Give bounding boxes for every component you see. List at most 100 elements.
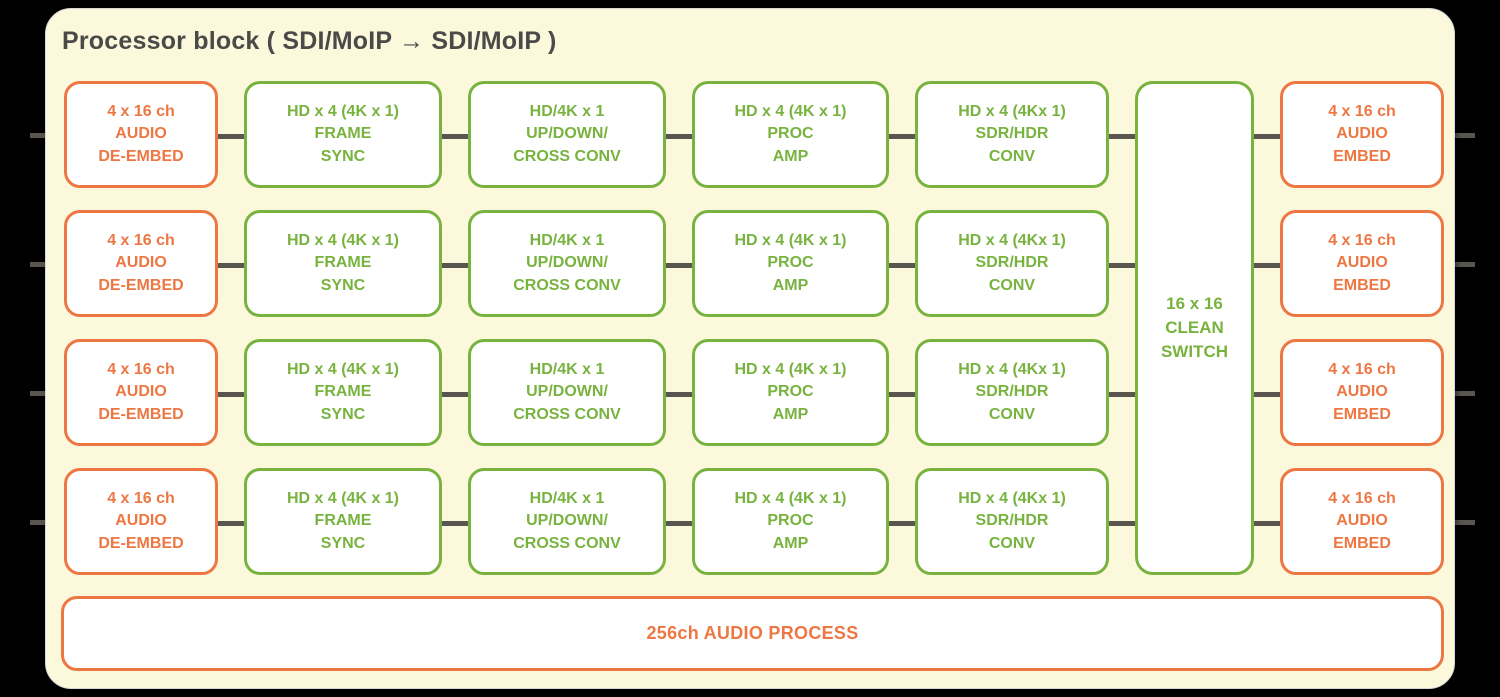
block-line-3: CONV <box>988 534 1036 552</box>
block-line-2: CLEAN <box>1165 318 1224 338</box>
block-audio-embed-row-2[interactable]: 4 x 16 ch AUDIO EMBED <box>1280 210 1444 317</box>
block-line-2: FRAME <box>314 512 372 530</box>
block-line-1: HD x 4 (4K x 1) <box>734 102 847 120</box>
block-up-down-cross-conv-row-1[interactable]: HD/4K x 1 UP/DOWN/ CROSS CONV <box>468 81 666 188</box>
block-up-down-cross-conv-row-3[interactable]: HD/4K x 1 UP/DOWN/ CROSS CONV <box>468 339 666 446</box>
block-frame-sync-row-4[interactable]: HD x 4 (4K x 1) FRAME SYNC <box>244 468 442 575</box>
block-line-1: 16 x 16 <box>1166 294 1223 314</box>
block-line-1: 4 x 16 ch <box>107 360 175 378</box>
block-up-down-cross-conv-row-2[interactable]: HD/4K x 1 UP/DOWN/ CROSS CONV <box>468 210 666 317</box>
block-line-2: SDR/HDR <box>975 512 1049 530</box>
block-line-1: HD x 4 (4Kx 1) <box>958 489 1066 507</box>
block-proc-amp-row-1[interactable]: HD x 4 (4K x 1) PROC AMP <box>692 81 889 188</box>
block-line-3: EMBED <box>1333 276 1391 294</box>
block-frame-sync-row-3[interactable]: HD x 4 (4K x 1) FRAME SYNC <box>244 339 442 446</box>
wire-r1-c1-c2 <box>218 134 244 139</box>
wire-r4-c3-c4 <box>666 521 692 526</box>
block-sdr-hdr-conv-row-2[interactable]: HD x 4 (4Kx 1) SDR/HDR CONV <box>915 210 1109 317</box>
wire-r1-switch-c6 <box>1254 134 1280 139</box>
block-line-2: UP/DOWN/ <box>526 383 608 401</box>
block-line-1: HD x 4 (4K x 1) <box>734 231 847 249</box>
block-line-2: AUDIO <box>1336 383 1388 401</box>
block-up-down-cross-conv-row-4[interactable]: HD/4K x 1 UP/DOWN/ CROSS CONV <box>468 468 666 575</box>
block-line-2: FRAME <box>314 125 372 143</box>
block-line-3: CROSS CONV <box>513 147 621 165</box>
block-line-3: SYNC <box>320 147 366 165</box>
block-audio-process[interactable]: 256ch AUDIO PROCESS <box>61 596 1444 671</box>
wire-r3-c1-c2 <box>218 392 244 397</box>
block-line-3: DE-EMBED <box>98 147 184 165</box>
block-audio-de-embed-row-2[interactable]: 4 x 16 ch AUDIO DE-EMBED <box>64 210 218 317</box>
block-line-2: AUDIO <box>115 125 167 143</box>
block-proc-amp-row-2[interactable]: HD x 4 (4K x 1) PROC AMP <box>692 210 889 317</box>
wire-r1-c4-c5 <box>889 134 915 139</box>
block-line-2: SDR/HDR <box>975 383 1049 401</box>
block-audio-embed-row-4[interactable]: 4 x 16 ch AUDIO EMBED <box>1280 468 1444 575</box>
audio-process-label: 256ch AUDIO PROCESS <box>646 623 859 643</box>
wire-r3-c4-c5 <box>889 392 915 397</box>
wire-r4-c1-c2 <box>218 521 244 526</box>
wire-r3-c5-switch <box>1109 392 1135 397</box>
block-line-2: UP/DOWN/ <box>526 512 608 530</box>
block-line-2: PROC <box>767 383 814 401</box>
wire-r1-c2-c3 <box>442 134 468 139</box>
block-sdr-hdr-conv-row-3[interactable]: HD x 4 (4Kx 1) SDR/HDR CONV <box>915 339 1109 446</box>
block-line-2: AUDIO <box>1336 254 1388 272</box>
block-proc-amp-row-3[interactable]: HD x 4 (4K x 1) PROC AMP <box>692 339 889 446</box>
block-line-2: FRAME <box>314 383 372 401</box>
block-sdr-hdr-conv-row-4[interactable]: HD x 4 (4Kx 1) SDR/HDR CONV <box>915 468 1109 575</box>
block-line-3: DE-EMBED <box>98 534 184 552</box>
output-wire-row-2 <box>1443 262 1475 267</box>
block-line-2: FRAME <box>314 254 372 272</box>
block-line-2: UP/DOWN/ <box>526 125 608 143</box>
wire-r3-switch-c6 <box>1254 392 1280 397</box>
wire-r4-c5-switch <box>1109 521 1135 526</box>
block-line-3: CROSS CONV <box>513 405 621 423</box>
block-line-1: HD/4K x 1 <box>529 102 605 120</box>
block-line-2: UP/DOWN/ <box>526 254 608 272</box>
block-audio-de-embed-row-1[interactable]: 4 x 16 ch AUDIO DE-EMBED <box>64 81 218 188</box>
block-line-3: AMP <box>772 534 809 552</box>
block-line-1: HD x 4 (4K x 1) <box>286 231 400 249</box>
wire-r2-switch-c6 <box>1254 263 1280 268</box>
block-line-3: CROSS CONV <box>513 534 621 552</box>
block-audio-de-embed-row-4[interactable]: 4 x 16 ch AUDIO DE-EMBED <box>64 468 218 575</box>
block-line-1: HD x 4 (4K x 1) <box>286 102 400 120</box>
block-clean-switch[interactable]: 16 x 16 CLEAN SWITCH <box>1135 81 1254 575</box>
block-audio-embed-row-3[interactable]: 4 x 16 ch AUDIO EMBED <box>1280 339 1444 446</box>
block-frame-sync-row-1[interactable]: HD x 4 (4K x 1) FRAME SYNC <box>244 81 442 188</box>
block-sdr-hdr-conv-row-1[interactable]: HD x 4 (4Kx 1) SDR/HDR CONV <box>915 81 1109 188</box>
block-line-3: SYNC <box>320 534 366 552</box>
block-line-3: CONV <box>988 147 1036 165</box>
block-line-2: AUDIO <box>115 383 167 401</box>
block-line-3: CONV <box>988 276 1036 294</box>
block-line-1: HD/4K x 1 <box>529 489 605 507</box>
block-line-2: AUDIO <box>115 254 167 272</box>
block-line-1: HD x 4 (4K x 1) <box>286 489 400 507</box>
block-line-3: CONV <box>988 405 1036 423</box>
block-audio-embed-row-1[interactable]: 4 x 16 ch AUDIO EMBED <box>1280 81 1444 188</box>
block-line-3: SWITCH <box>1160 341 1229 361</box>
block-line-2: AUDIO <box>1336 512 1388 530</box>
block-line-1: HD x 4 (4Kx 1) <box>958 102 1066 120</box>
block-line-2: SDR/HDR <box>975 254 1049 272</box>
output-wire-row-3 <box>1443 391 1475 396</box>
wire-r1-c5-switch <box>1109 134 1135 139</box>
block-line-1: HD x 4 (4Kx 1) <box>958 231 1066 249</box>
block-line-1: 4 x 16 ch <box>107 489 175 507</box>
block-line-3: DE-EMBED <box>98 276 184 294</box>
block-line-2: AUDIO <box>115 512 167 530</box>
block-proc-amp-row-4[interactable]: HD x 4 (4K x 1) PROC AMP <box>692 468 889 575</box>
block-line-2: PROC <box>767 254 814 272</box>
block-line-1: 4 x 16 ch <box>1328 489 1396 507</box>
block-audio-de-embed-row-3[interactable]: 4 x 16 ch AUDIO DE-EMBED <box>64 339 218 446</box>
block-line-3: EMBED <box>1333 147 1391 165</box>
block-frame-sync-row-2[interactable]: HD x 4 (4K x 1) FRAME SYNC <box>244 210 442 317</box>
block-line-1: HD/4K x 1 <box>529 360 605 378</box>
block-line-3: AMP <box>772 405 809 423</box>
block-line-3: AMP <box>772 147 809 165</box>
output-wire-row-4 <box>1443 520 1475 525</box>
block-line-2: PROC <box>767 125 814 143</box>
block-line-1: 4 x 16 ch <box>1328 360 1396 378</box>
